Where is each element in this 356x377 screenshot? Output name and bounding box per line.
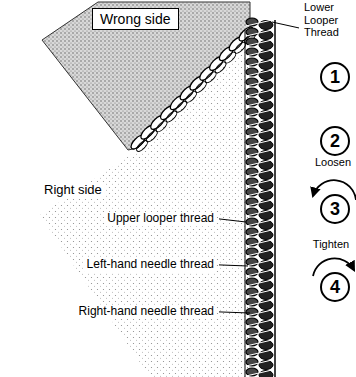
callout-circle: 4 — [320, 272, 350, 302]
part-label: Right side — [42, 183, 104, 198]
thread-highlight — [246, 140, 272, 146]
leader-line — [272, 22, 299, 28]
thread-highlight — [246, 200, 272, 206]
thread-highlight — [246, 30, 272, 36]
thread-highlight — [246, 120, 272, 126]
callout-circle: 2 — [320, 126, 350, 156]
thread-highlight — [246, 240, 272, 246]
leader-line — [219, 265, 248, 266]
thread-highlight — [246, 90, 272, 96]
thread-highlight — [246, 290, 272, 296]
leader-line — [219, 219, 246, 222]
thread-highlight — [246, 280, 272, 286]
side-label: Wrong side — [100, 11, 171, 27]
thread-highlight — [246, 50, 272, 56]
leader-lines — [219, 22, 299, 313]
thread-highlight — [246, 260, 272, 266]
fabric-edge — [274, 20, 276, 377]
callout-number: 2 — [330, 131, 340, 152]
part-label: Lower Looper Thread — [302, 1, 352, 39]
overlock-loops — [129, 25, 257, 153]
part-label: Upper looper thread — [105, 212, 216, 226]
thread-highlight — [246, 270, 272, 276]
thread-highlight — [246, 80, 272, 86]
thread-highlight — [246, 250, 272, 256]
part-label: Right-hand needle thread — [77, 305, 216, 319]
thread-highlight — [246, 170, 272, 176]
thread-highlight — [246, 70, 272, 76]
leader-line — [219, 312, 250, 313]
adjust-label: Loosen — [310, 156, 356, 169]
thread-highlight — [246, 180, 272, 186]
thread-highlight — [246, 160, 272, 166]
callout-number: 1 — [330, 67, 340, 88]
callout-number: 3 — [330, 199, 340, 220]
callout-number: 4 — [330, 277, 340, 298]
thread-highlight — [246, 340, 272, 346]
thread-highlight — [246, 320, 272, 326]
thread-highlight — [246, 300, 272, 306]
thread-highlight — [246, 220, 272, 226]
adjust-label: Tighten — [306, 238, 356, 251]
side-label-box: Wrong side — [92, 8, 179, 30]
needle-line — [245, 30, 246, 377]
thread-highlight — [246, 130, 272, 136]
wrong-side-fabric — [42, 2, 250, 150]
thread-highlight — [246, 60, 272, 66]
thread-highlight — [246, 190, 272, 196]
thread-highlight — [246, 330, 272, 336]
thread-highlight — [246, 110, 272, 116]
thread-highlight — [246, 360, 272, 366]
part-label: Left-hand needle thread — [85, 258, 216, 272]
callout-circle: 3 — [320, 194, 350, 224]
thread-highlight — [246, 210, 272, 216]
thread-highlight — [246, 100, 272, 106]
thread-highlight — [246, 350, 272, 356]
thread-highlight — [246, 40, 272, 46]
thread-highlight — [246, 150, 272, 156]
thread-highlight — [246, 230, 272, 236]
thread-highlight — [246, 20, 272, 26]
callout-circle: 1 — [320, 62, 350, 92]
stitch-seam — [245, 18, 275, 377]
thread-highlight — [246, 370, 272, 376]
